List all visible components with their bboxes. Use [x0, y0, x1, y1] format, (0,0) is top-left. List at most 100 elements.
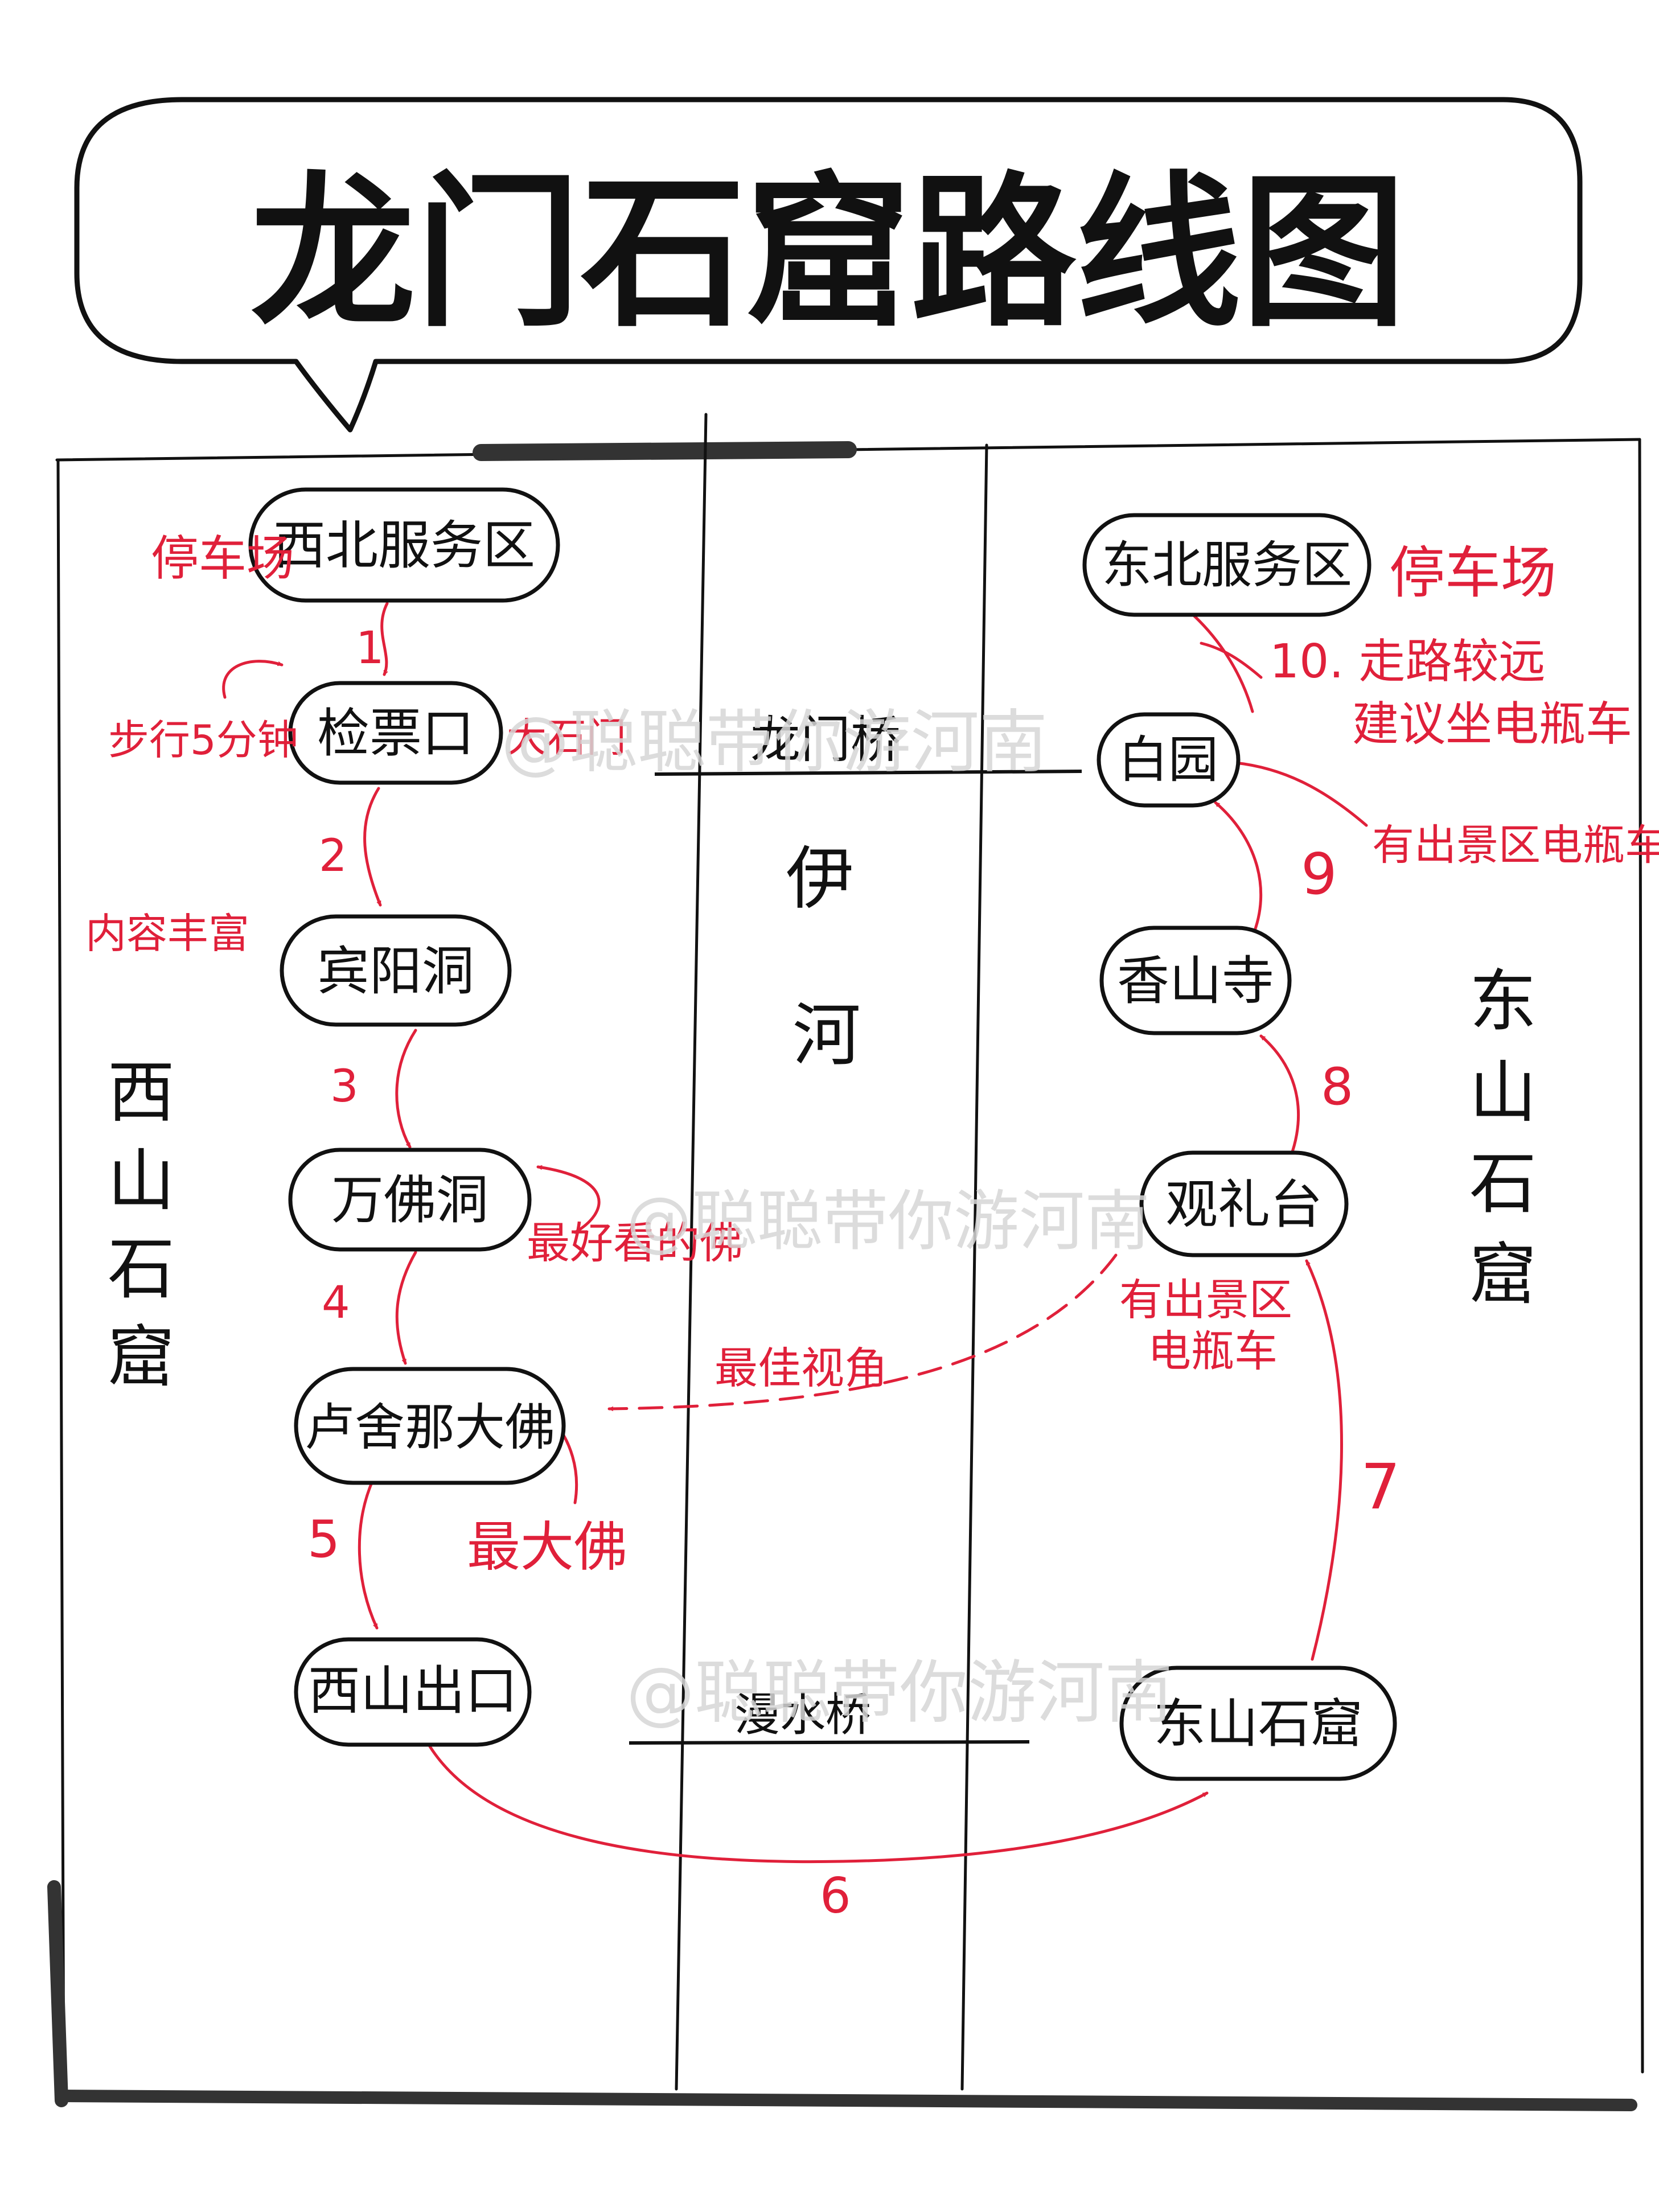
route-arrows — [222, 602, 1368, 1864]
note-walk-5min: 步行5分钟 — [108, 716, 298, 764]
node-label: 西北服务区 — [273, 515, 535, 576]
step-number: 9 — [1301, 841, 1337, 907]
node-label: 检票口 — [317, 703, 474, 764]
region-east-label: 东 山 石 窟 — [1469, 962, 1537, 1314]
node-label: 观礼台 — [1165, 1174, 1323, 1235]
watermark-text: @聪聪带你游河南 — [626, 1183, 1150, 1260]
node-label: 香山寺 — [1117, 951, 1274, 1012]
route-arrow-3 — [395, 1029, 417, 1149]
region-river-label: 伊 河 — [786, 840, 861, 1075]
bridge-north-label: 龙门桥 — [750, 710, 901, 769]
frame-left-line — [56, 458, 65, 2105]
route-arrow-4 — [395, 1251, 417, 1365]
node-outline — [288, 681, 503, 785]
map-frame — [47, 413, 1644, 2111]
note-shuttle-east-line: 电瓶车 — [1148, 1326, 1278, 1376]
note-biggest-buddha: 最大佛 — [467, 1516, 627, 1578]
river-east-bank — [960, 443, 988, 2091]
step-number: 8 — [1321, 1057, 1353, 1117]
node-xiangshan-temple[interactable]: 香山寺 — [1099, 926, 1292, 1035]
step-numbers: 1 2 3 4 5 6 7 8 9 — [307, 623, 1401, 1925]
node-binyang-cave[interactable]: 宾阳洞 — [280, 914, 512, 1027]
node-label: 西山出口 — [308, 1660, 518, 1721]
node-label: 宾阳洞 — [317, 941, 474, 1002]
region-west-char: 石 — [108, 1230, 175, 1308]
watermarks: @聪聪带你游河南 @聪聪带你游河南 @聪聪带你游河南 — [501, 703, 1173, 1733]
node-outline — [248, 487, 560, 603]
walk-loop-arrow — [222, 660, 284, 699]
route-arrow-2 — [363, 787, 382, 907]
node-outline — [294, 1637, 532, 1747]
walk-far-leader — [1200, 642, 1263, 679]
step-number: 1 — [356, 623, 384, 674]
best-buddha-curl — [536, 1167, 601, 1234]
node-outline — [1082, 513, 1371, 617]
note-rich-content: 内容丰富 — [85, 910, 249, 957]
route-arrow-7 — [1305, 1259, 1343, 1661]
region-east-char: 石 — [1469, 1144, 1537, 1223]
baiyuan-shuttle-leader — [1234, 761, 1368, 827]
node-label: 卢舍那大佛 — [305, 1398, 555, 1457]
node-label: 万佛洞 — [331, 1170, 488, 1231]
node-west-exit[interactable]: 西山出口 — [294, 1637, 532, 1747]
note-parking-west: 停车场 — [151, 531, 294, 586]
page-title: 龙门石窟路线图 — [251, 158, 1406, 350]
node-nw-service[interactable]: 西北服务区 — [248, 487, 560, 603]
node-label: 白园 — [1118, 730, 1218, 789]
node-outline — [280, 914, 512, 1027]
title-bubble: 龙门石窟路线图 — [74, 97, 1583, 433]
node-label: 东北服务区 — [1102, 536, 1352, 594]
region-east-char: 窟 — [1469, 1235, 1537, 1314]
node-guanli-platform[interactable]: 观礼台 — [1139, 1150, 1349, 1257]
region-west-char: 窟 — [108, 1318, 175, 1396]
step-number: 2 — [319, 830, 347, 882]
step-number: 6 — [820, 1868, 851, 1925]
bridge-south-line — [629, 1740, 1030, 1745]
frame-bottom-line — [55, 2090, 1637, 2111]
node-baiyuan[interactable]: 白园 — [1097, 712, 1241, 808]
region-river-char: 伊 — [786, 840, 854, 919]
watermark-text: @聪聪带你游河南 — [501, 703, 1048, 782]
frame-top-thick-stroke — [473, 441, 857, 461]
frame-right-line — [1638, 438, 1644, 2074]
note-shuttle-east: 有出景区 电瓶车 — [1119, 1274, 1306, 1376]
watermark-text: @聪聪带你游河南 — [626, 1654, 1173, 1733]
note-shuttle-east-line: 有出景区 — [1119, 1274, 1292, 1325]
note-parking-east: 停车场 — [1389, 541, 1557, 606]
bridge-south: 漫水桥 — [629, 1688, 1030, 1745]
note-stone-gate: 大石门 — [507, 714, 626, 761]
node-lushena-buddha[interactable]: 卢舍那大佛 — [294, 1367, 566, 1485]
region-west-char: 西 — [108, 1053, 175, 1132]
river-west-bank — [675, 413, 708, 2091]
node-outline — [1097, 712, 1241, 808]
node-outline — [294, 1367, 566, 1485]
route-arrow-9 — [1214, 801, 1263, 938]
node-outline — [288, 1148, 532, 1252]
region-east-char: 东 — [1469, 962, 1537, 1041]
note-best-view: 最佳视角 — [714, 1343, 888, 1393]
node-ne-service[interactable]: 东北服务区 — [1082, 513, 1371, 617]
note-walk-far: 10. 走路较远 — [1270, 635, 1545, 689]
step-number: 7 — [1361, 1450, 1401, 1523]
route-arrow-1 — [380, 602, 389, 676]
frame-left-thick-stroke — [47, 1880, 68, 2107]
region-west-char: 山 — [108, 1141, 175, 1220]
step-number: 4 — [322, 1277, 350, 1329]
route-arrow-6 — [428, 1745, 1209, 1864]
region-river-char: 河 — [792, 996, 861, 1075]
region-west-label: 西 山 石 窟 — [108, 1053, 175, 1396]
route-arrow-5 — [358, 1478, 379, 1630]
note-shuttle-baiyuan: 有出景区电瓶车 — [1372, 821, 1659, 870]
node-ticket-gate[interactable]: 检票口 — [288, 681, 503, 785]
node-wanfo-cave[interactable]: 万佛洞 — [288, 1148, 532, 1252]
region-east-char: 山 — [1469, 1053, 1537, 1132]
route-arrow-10 — [1188, 610, 1254, 713]
title-bubble-outline — [74, 97, 1583, 433]
node-label: 东山石窟 — [1153, 1693, 1363, 1754]
node-outline — [1119, 1666, 1397, 1781]
note-best-buddha: 最好看的佛 — [527, 1218, 743, 1268]
node-east-caves[interactable]: 东山石窟 — [1119, 1666, 1397, 1781]
node-outline — [1099, 926, 1292, 1035]
